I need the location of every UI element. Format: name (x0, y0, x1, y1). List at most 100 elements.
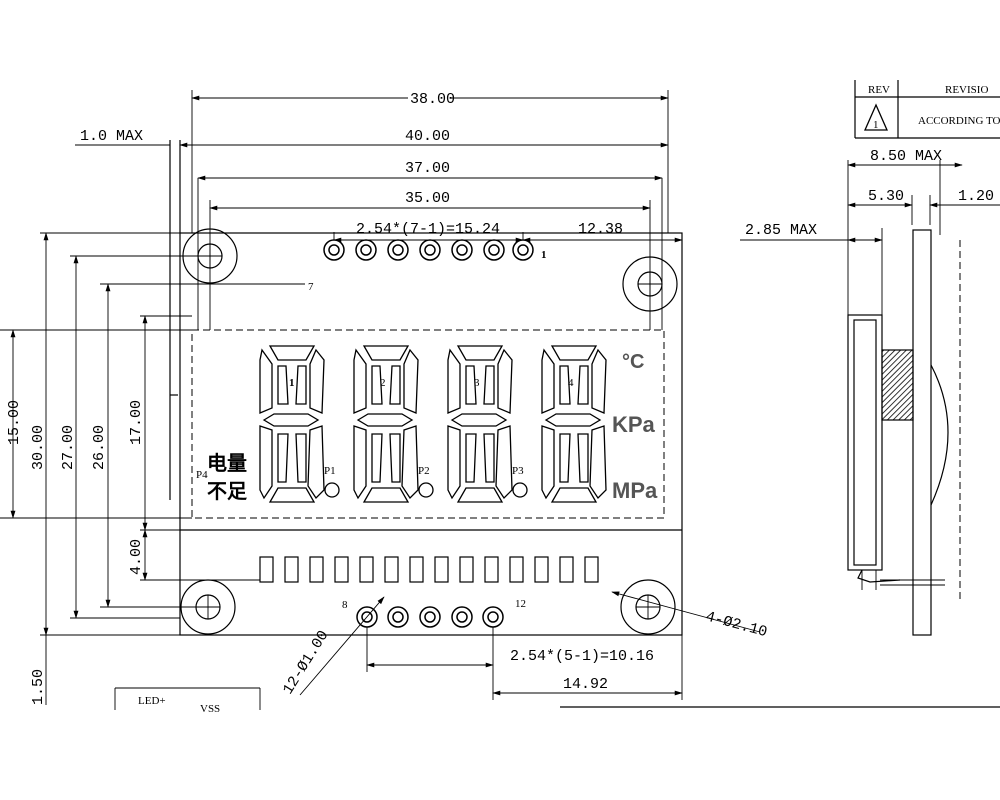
lcd-segment (307, 425, 325, 500)
lcd-glass-side (847, 314, 883, 571)
lcd-segment (262, 413, 320, 427)
lcd-segment (589, 425, 607, 500)
dim-8-50-max: 8.50 MAX (870, 148, 942, 165)
dim-30: 30.00 (30, 425, 47, 470)
lcd-segment (544, 413, 602, 427)
connector-led: LED+ (138, 695, 166, 707)
dim-27: 27.00 (60, 425, 77, 470)
lcd-segment (362, 345, 410, 361)
lcd-segment (465, 433, 477, 483)
point-p3-label: P3 (512, 465, 524, 477)
top-pin-row (323, 239, 534, 261)
dim-12-38: 12.38 (578, 221, 623, 238)
dim-15: 15.00 (6, 400, 23, 445)
dim-17: 17.00 (128, 400, 145, 445)
lcd-segment (447, 348, 461, 414)
lcd-segment (295, 433, 307, 483)
warning-triangle-icon (864, 103, 888, 131)
lcd-segment (559, 365, 571, 405)
dim-2-85-max: 2.85 MAX (745, 222, 817, 239)
lcd-segment (389, 433, 401, 483)
dim-37: 37.00 (405, 160, 450, 177)
dim-pin-hole: 12-Ø1.00 (280, 628, 333, 698)
lcd-segment (483, 433, 495, 483)
p4-label: P4 (196, 469, 208, 481)
lcd-segment (403, 348, 419, 414)
lcd-segment (465, 365, 477, 405)
digit-2-label: 2 (380, 377, 386, 389)
lcd-segment (495, 425, 513, 500)
battery-low-line1: 电量 (207, 451, 247, 475)
pcb-outline (179, 232, 683, 636)
lcd-segment (259, 425, 273, 500)
digit-3-label: 3 (474, 377, 480, 389)
lcd-digits (259, 345, 607, 503)
lcd-segment (353, 348, 367, 414)
digit-4-label: 4 (568, 377, 574, 389)
lcd-segment (401, 425, 419, 500)
connector-vss: VSS (200, 703, 220, 715)
lcd-segment (550, 345, 598, 361)
lcd-segment (456, 487, 504, 503)
unit-kpa: KPa (612, 412, 656, 437)
dim-bottom-pitch: 2.54*(5-1)=10.16 (510, 648, 654, 665)
lcd-segment (268, 345, 316, 361)
dim-40: 40.00 (405, 128, 450, 145)
lcd-segment (259, 348, 273, 414)
lcd-segment (483, 365, 495, 405)
lcd-segment (277, 433, 289, 483)
lcd-segment (353, 425, 367, 500)
lcd-digit-3 (447, 345, 513, 503)
side-view: 8.50 MAX 5.30 1.20 2.85 MAX (740, 148, 1000, 636)
dim-14-92: 14.92 (563, 676, 608, 693)
digit-1-label: 1 (289, 377, 295, 389)
dim-top-pitch: 2.54*(7-1)=15.24 (356, 221, 500, 238)
decimal-point-p1 (324, 482, 340, 498)
lcd-segment (362, 487, 410, 503)
lcd-digit-1 (259, 345, 325, 503)
connector-table: LED+ VSS (114, 687, 261, 715)
lcd-segment (550, 487, 598, 503)
lcd-segment (591, 348, 607, 414)
revision-box: REV REVISIO 1 ACCORDING TO CUS (854, 80, 1000, 139)
lcd-segment (577, 365, 589, 405)
pin-12-label: 12 (515, 598, 526, 610)
lcd-segment (277, 365, 289, 405)
dim-1-50: 1.50 (30, 669, 47, 705)
lcd-digit-2 (353, 345, 419, 503)
dim-4: 4.00 (128, 539, 145, 575)
unit-celsius: °C (622, 351, 644, 373)
bottom-pin-row (356, 606, 504, 628)
lcd-segment (447, 425, 461, 500)
pin-1-label: 1 (541, 249, 547, 261)
rev-header: REV (868, 84, 890, 96)
contact-pads (259, 556, 599, 583)
lcd-segment (577, 433, 589, 483)
left-dimensions: 15.00 30.00 27.00 26.00 17.00 4.00 1.50 (0, 232, 305, 705)
point-p1-label: P1 (324, 465, 336, 477)
dim-1-max: 1.0 MAX (80, 128, 143, 145)
lcd-segment (268, 487, 316, 503)
rev-note: ACCORDING TO CUS (918, 115, 1000, 127)
lcd-digit-4 (541, 345, 607, 503)
hatched-spacer (881, 349, 914, 421)
lcd-segment (309, 348, 325, 414)
pin-8-label: 8 (342, 599, 348, 611)
point-p2-label: P2 (418, 465, 430, 477)
lcd-segment (356, 413, 414, 427)
lcd-segment (371, 433, 383, 483)
lcd-segment (295, 365, 307, 405)
viewing-area (191, 329, 665, 519)
front-view: 7 1 8 12 P1 P2 P3 1 (169, 90, 683, 636)
backlight-curve (930, 364, 949, 506)
unit-mpa: MPa (612, 478, 658, 503)
lcd-segment (450, 413, 508, 427)
side-pin-lead (857, 569, 901, 583)
dim-38: 38.00 (410, 91, 455, 108)
pcb-side (912, 229, 932, 636)
dim-1-20: 1.20 (958, 188, 994, 205)
rev-text: REVISIO (945, 84, 988, 96)
lcd-segment (541, 348, 555, 414)
lcd-segment (456, 345, 504, 361)
